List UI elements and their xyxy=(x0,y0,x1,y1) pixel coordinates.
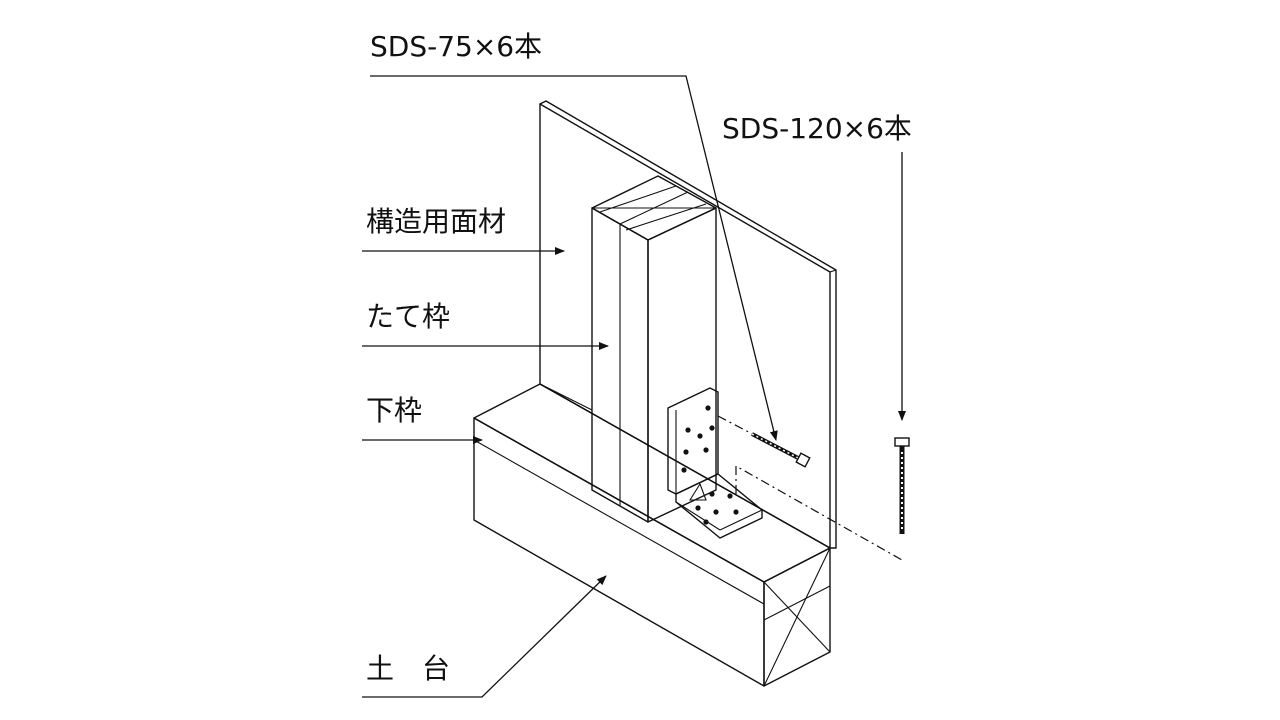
structural-panel xyxy=(539,100,837,549)
leader-lines xyxy=(362,75,906,698)
guide-lines xyxy=(717,415,903,561)
screw-sds75 xyxy=(751,432,811,468)
bottom-plate-edge xyxy=(539,383,593,411)
angle-bracket xyxy=(667,387,763,539)
sill-beam xyxy=(473,383,831,687)
stud-post xyxy=(591,175,717,523)
label-stud: たて枠 xyxy=(366,300,450,333)
label-bottom-plate: 下枠 xyxy=(366,394,422,427)
bracket-holes xyxy=(681,405,739,525)
label-screw-sds75: SDS-75×6本 xyxy=(370,30,542,63)
label-screw-sds120: SDS-120×6本 xyxy=(722,112,912,145)
label-sill: 土 台 xyxy=(366,652,450,685)
screw-sds120 xyxy=(894,437,910,534)
label-structural-panel: 構造用面材 xyxy=(366,205,506,238)
